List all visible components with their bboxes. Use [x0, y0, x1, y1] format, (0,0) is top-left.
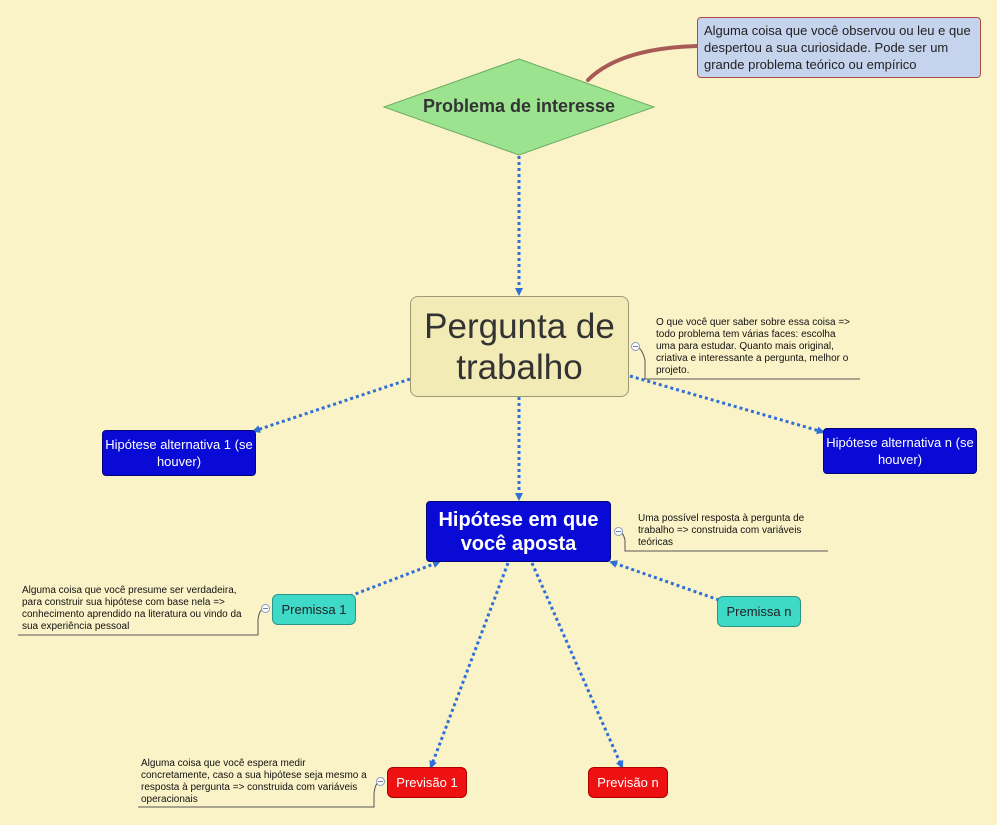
problema-diamond[interactable]: [382, 58, 656, 156]
previsao-n-node[interactable]: Previsão n: [588, 767, 668, 798]
premissa-1-node[interactable]: Premissa 1: [272, 594, 356, 625]
previsao-collapse-toggle[interactable]: [376, 777, 385, 786]
pergunta-collapse-toggle[interactable]: [631, 342, 640, 351]
hipotese-note: Uma possível resposta à pergunta de trab…: [638, 513, 805, 548]
pergunta-de-trabalho-node[interactable]: Pergunta de trabalho: [410, 296, 629, 397]
connector-pergunta-hipotese-alt-1: [252, 377, 411, 433]
hipotese-collapse-toggle[interactable]: [614, 527, 623, 536]
previsao-note: Alguma coisa que você espera medir concr…: [141, 758, 367, 805]
premissa-collapse-toggle[interactable]: [261, 604, 270, 613]
connector-hipotese-previsao-1: [429, 562, 510, 769]
hipotese-principal-node[interactable]: Hipótese em que você aposta: [426, 501, 611, 562]
callout-link: [586, 44, 700, 82]
connector-pergunta-hipotese-alt-n: [629, 374, 825, 435]
connector-premissa-n-hipotese: [609, 560, 720, 602]
problema-de-interesse-node[interactable]: Problema de interesse: [422, 96, 616, 117]
hipotese-alternativa-n-node[interactable]: Hipótese alternativa n (se houver): [823, 428, 977, 474]
connector-premissa-1-hipotese: [349, 560, 441, 598]
problema-callout-note[interactable]: Alguma coisa que você observou ou leu e …: [697, 17, 981, 78]
premissa-n-node[interactable]: Premissa n: [717, 596, 801, 627]
hipotese-alternativa-1-node[interactable]: Hipótese alternativa 1 (se houver): [102, 430, 256, 476]
pergunta-note: O que você quer saber sobre essa coisa =…: [656, 317, 851, 376]
premissa-note: Alguma coisa que você presume ser verdad…: [22, 585, 242, 632]
previsao-1-node[interactable]: Previsão 1: [387, 767, 467, 798]
connector-hipotese-previsao-n: [530, 562, 624, 769]
